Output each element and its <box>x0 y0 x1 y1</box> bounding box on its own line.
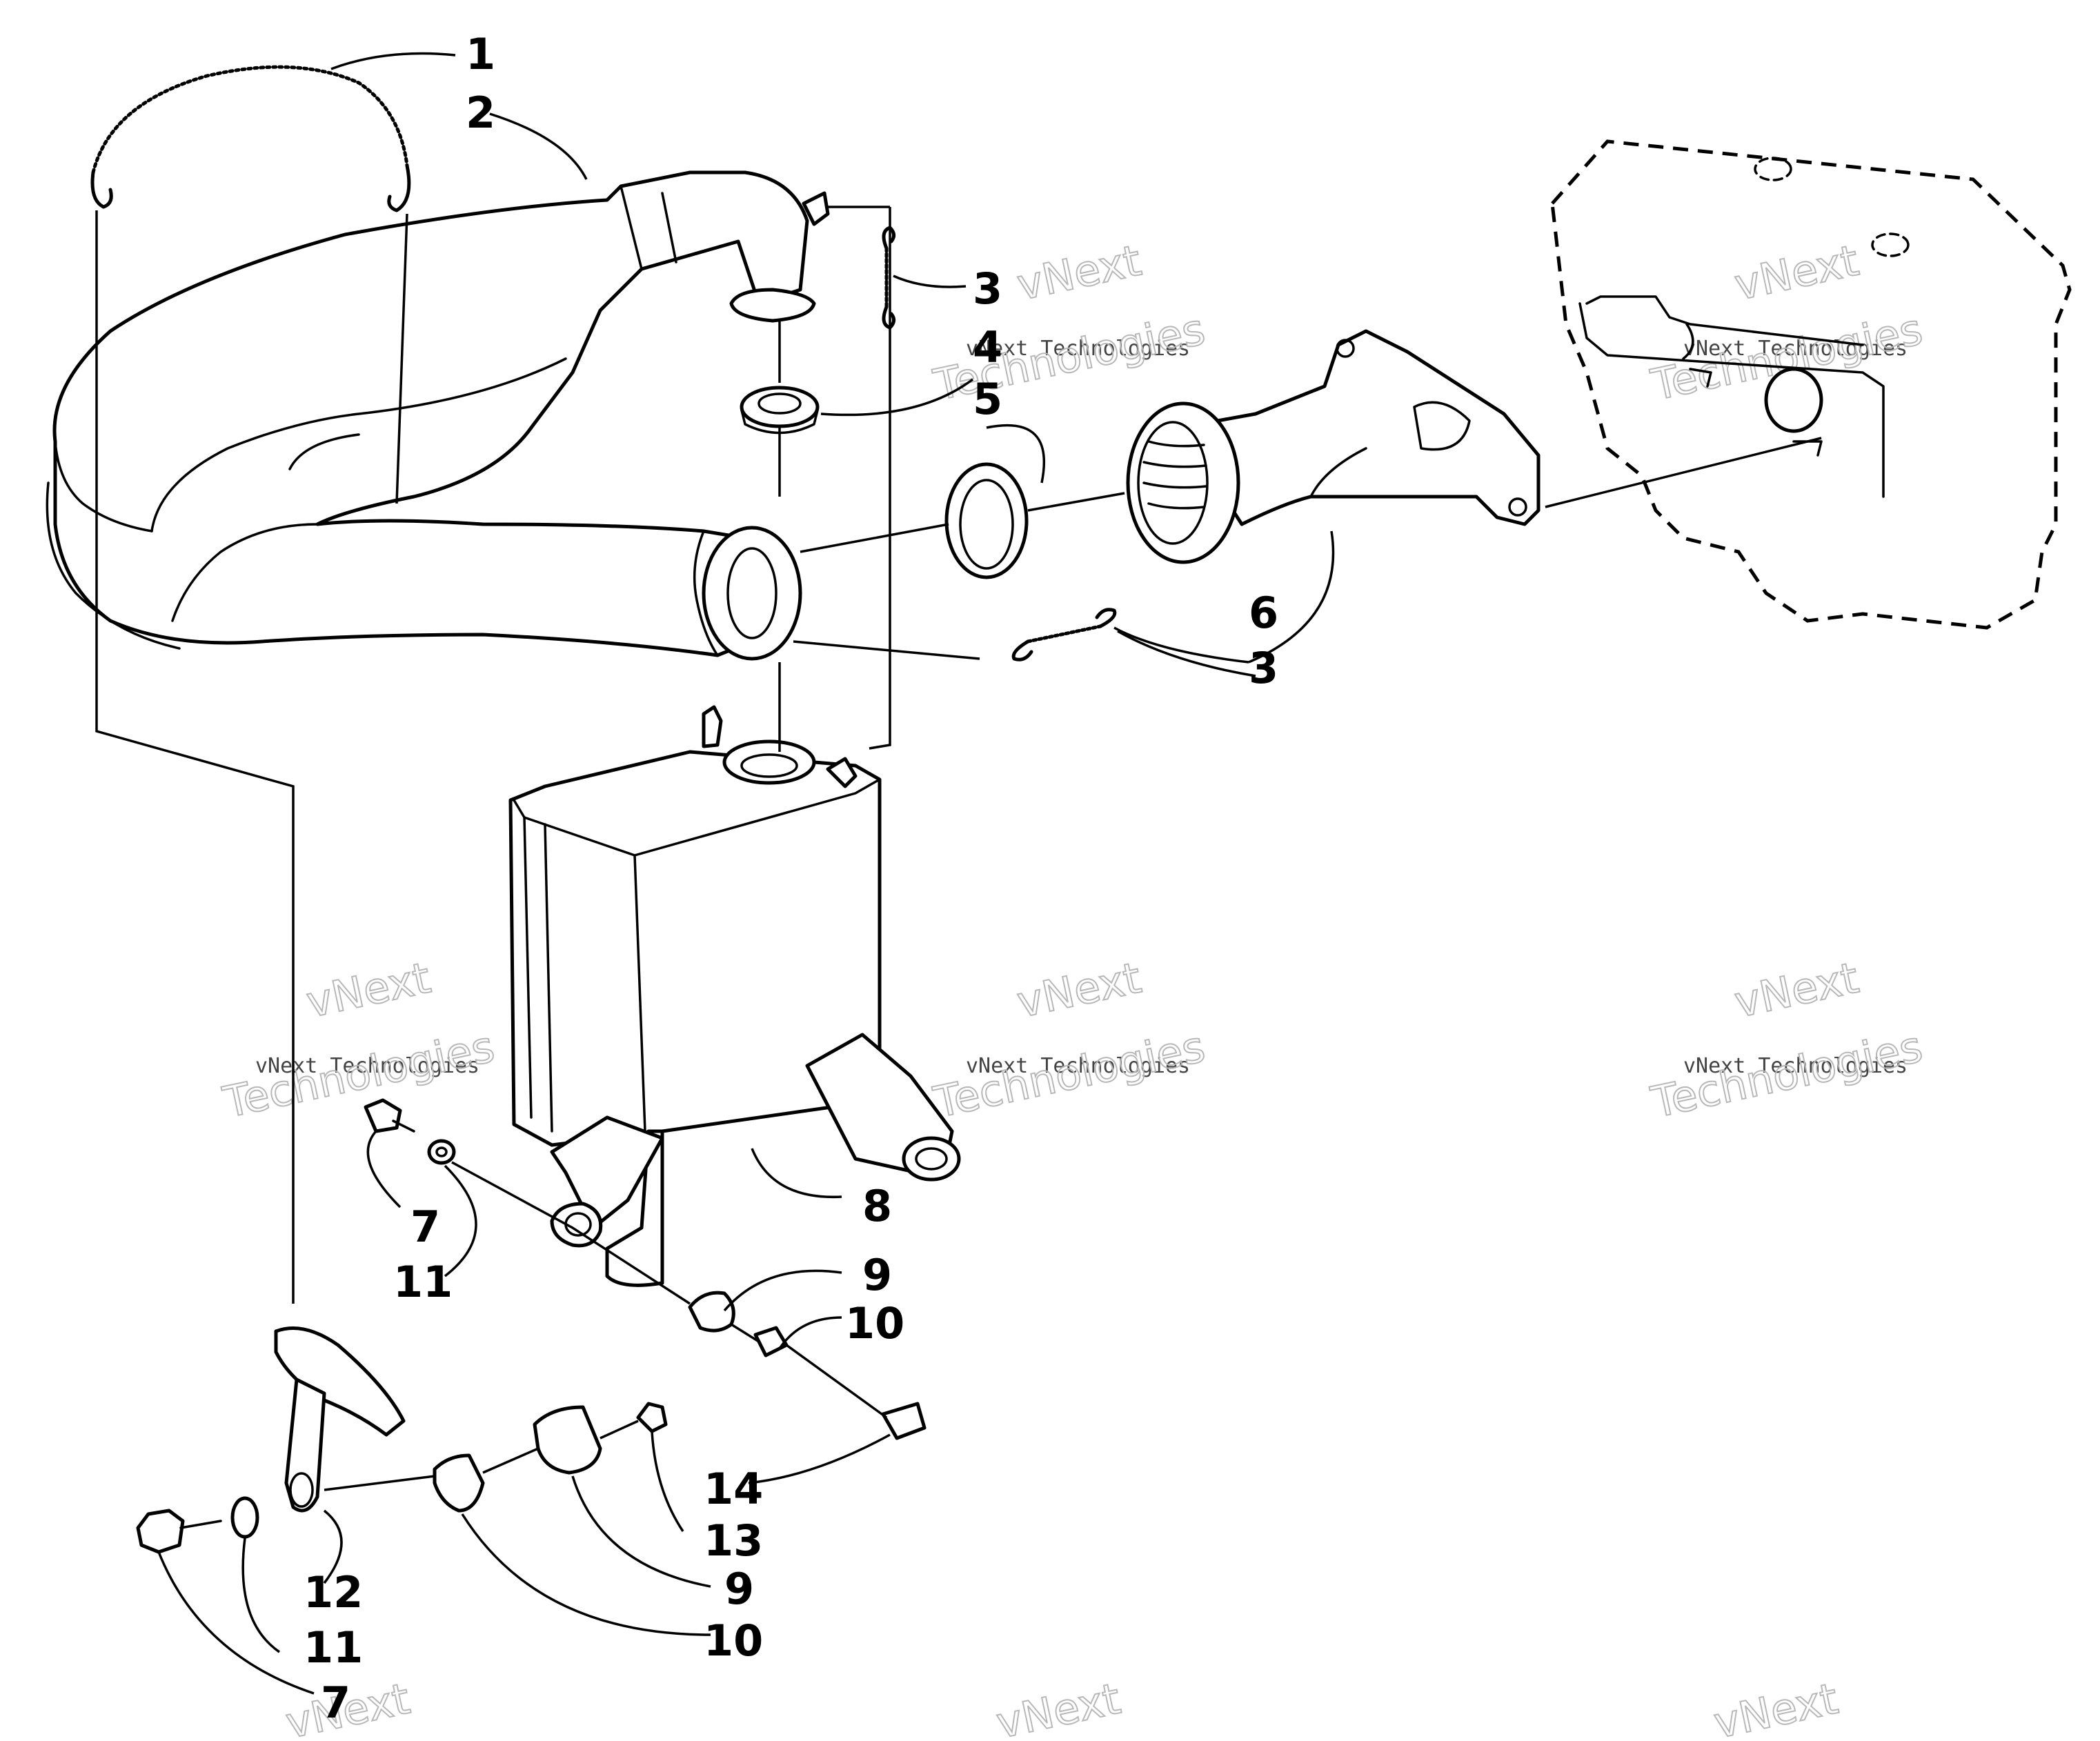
grommet-9-lower <box>533 1405 602 1475</box>
callout-9-upper: 9 <box>862 1250 892 1300</box>
watermark-mid-right: vNext vNext Technologies Technologies <box>1646 952 1928 1128</box>
watermark-bottom: vNext vNext vNext <box>281 1673 1843 1741</box>
expansion-chamber-pipe <box>46 170 830 661</box>
svg-text:vNext: vNext <box>1013 235 1145 310</box>
svg-text:vNext Technologies: vNext Technologies <box>1683 337 1908 361</box>
svg-text:Technologies: Technologies <box>929 1021 1209 1127</box>
washer-11-lower <box>230 1496 259 1539</box>
callout-7-upper: 7 <box>410 1202 440 1252</box>
grommet-9-upper <box>688 1291 735 1333</box>
callout-10-lower: 10 <box>704 1615 763 1666</box>
seal-ring-5 <box>944 462 1029 579</box>
svg-text:vNext: vNext <box>992 1673 1125 1741</box>
callout-11-lower: 11 <box>304 1622 363 1673</box>
svg-text:vNext: vNext <box>1730 953 1863 1028</box>
watermark-mid-left: vNext vNext Technologies Technologies <box>218 952 499 1128</box>
svg-text:vNext: vNext <box>1730 235 1863 310</box>
callout-3-upper: 3 <box>973 263 1002 314</box>
callout-14: 14 <box>704 1464 763 1514</box>
callout-13: 13 <box>704 1515 763 1566</box>
svg-text:vNext: vNext <box>1710 1673 1842 1741</box>
svg-text:vNext Technologies: vNext Technologies <box>966 337 1190 361</box>
spacer-10-upper <box>753 1326 789 1357</box>
callout-5: 5 <box>973 374 1002 424</box>
svg-text:vNext: vNext <box>302 953 435 1028</box>
callout-12: 12 <box>304 1567 363 1618</box>
gasket-4 <box>740 386 820 435</box>
spring-hook-1 <box>90 65 411 212</box>
callout-9-lower: 9 <box>724 1564 754 1614</box>
svg-text:vNext: vNext <box>1013 953 1145 1028</box>
bolt-7-upper <box>364 1098 402 1133</box>
watermark-top-center: vNext vNext Technologies Technologies <box>929 235 1210 411</box>
engine-exhaust-port <box>1764 367 1823 433</box>
bolt-7-lower <box>136 1509 185 1554</box>
callout-4: 4 <box>973 322 1002 372</box>
callout-3-lower: 3 <box>1249 643 1278 693</box>
svg-text:Technologies: Technologies <box>219 1021 499 1127</box>
svg-text:vNext Technologies: vNext Technologies <box>966 1054 1190 1078</box>
callout-leaders <box>157 52 1335 1695</box>
spring-3-lower <box>1011 608 1117 661</box>
upper-bracket-hardware <box>364 1098 927 1440</box>
callout-1: 1 <box>466 29 495 79</box>
svg-text:Technologies: Technologies <box>1647 1021 1927 1127</box>
svg-text:Technologies: Technologies <box>929 304 1209 410</box>
spring-connector-14 <box>881 1402 927 1440</box>
callout-labels: 1 2 3 4 5 3 6 7 11 8 9 10 14 13 9 10 12 … <box>304 29 1278 1728</box>
callout-2: 2 <box>466 88 495 138</box>
washer-11-upper <box>427 1139 456 1165</box>
muffler-8 <box>508 705 961 1287</box>
svg-text:vNext Technologies: vNext Technologies <box>1683 1054 1908 1078</box>
exhaust-manifold-6 <box>1126 329 1541 564</box>
assembly-lines <box>95 206 1822 1491</box>
callout-8: 8 <box>862 1181 892 1231</box>
callout-7-lower: 7 <box>321 1678 350 1728</box>
callout-11-upper: 11 <box>393 1257 453 1307</box>
lower-bracket-assembly <box>136 1326 668 1554</box>
callout-10-upper: 10 <box>845 1298 904 1349</box>
nut-13 <box>636 1402 668 1433</box>
callout-6: 6 <box>1249 588 1278 638</box>
watermark-mid-center: vNext vNext Technologies Technologies <box>929 952 1210 1128</box>
spacer-10-lower <box>433 1453 485 1513</box>
engine-outline <box>1550 139 2072 630</box>
